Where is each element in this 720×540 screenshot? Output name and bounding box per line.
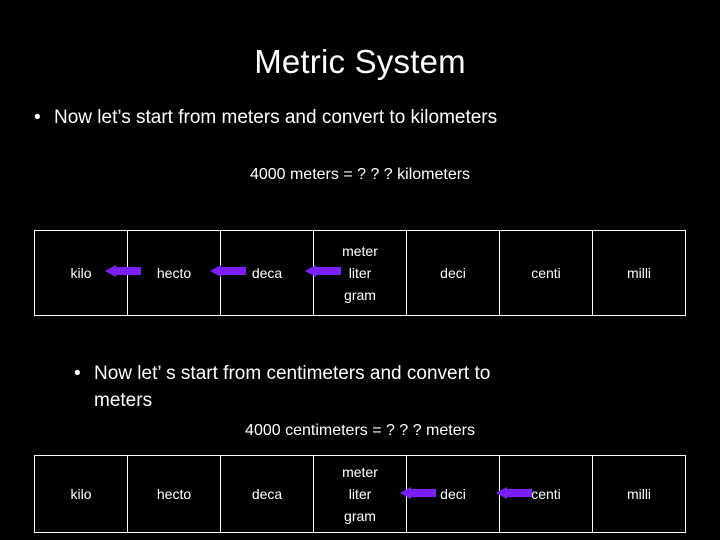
table-cell-hecto: hecto <box>127 455 221 533</box>
base-unit-meter: meter <box>342 243 378 259</box>
table-cell-hecto: hecto <box>127 230 221 316</box>
table-cell-centi: centi <box>499 230 593 316</box>
equation-1: 4000 meters = ? ? ? kilometers <box>249 166 471 183</box>
table-cell-milli: milli <box>592 230 686 316</box>
table-cell-milli: milli <box>592 455 686 533</box>
table-row: kilo hecto deca meter liter gram deci ce… <box>34 230 686 316</box>
base-unit-liter: liter <box>348 486 372 502</box>
bullet-item-1: • Now let’s start from meters and convert… <box>34 104 497 131</box>
page-title: Metric System <box>254 43 466 80</box>
metric-table-2: kilo hecto deca meter liter gram deci ce… <box>34 455 686 533</box>
bullet-marker: • <box>34 107 41 128</box>
bullet-marker: • <box>74 363 81 384</box>
table-cell-deci: deci <box>406 455 500 533</box>
bullet-text-2-line2: meters <box>94 390 153 411</box>
table-cell-centi: centi <box>499 455 593 533</box>
equation-2: 4000 centimeters = ? ? ? meters <box>245 422 475 439</box>
base-unit-meter: meter <box>342 464 378 480</box>
table-cell-kilo: kilo <box>34 230 128 316</box>
table-cell-kilo: kilo <box>34 455 128 533</box>
table-row: kilo hecto deca meter liter gram deci ce… <box>34 455 686 533</box>
metric-table-1: kilo hecto deca meter liter gram deci ce… <box>34 230 686 316</box>
base-unit-gram: gram <box>344 287 376 303</box>
table-cell-base: meter liter gram <box>313 230 407 316</box>
bullet-text-1: Now let’s start from meters and convert … <box>54 107 498 128</box>
base-unit-liter: liter <box>348 265 372 281</box>
bullet-text-2-line1: Now let’ s start from centimeters and co… <box>94 363 491 384</box>
table-cell-base: meter liter gram <box>313 455 407 533</box>
base-unit-gram: gram <box>344 508 376 524</box>
table-cell-deci: deci <box>406 230 500 316</box>
table-cell-deca: deca <box>220 455 314 533</box>
bullet-item-2: • Now let’ s start from centimeters and c… <box>74 360 674 414</box>
table-cell-deca: deca <box>220 230 314 316</box>
